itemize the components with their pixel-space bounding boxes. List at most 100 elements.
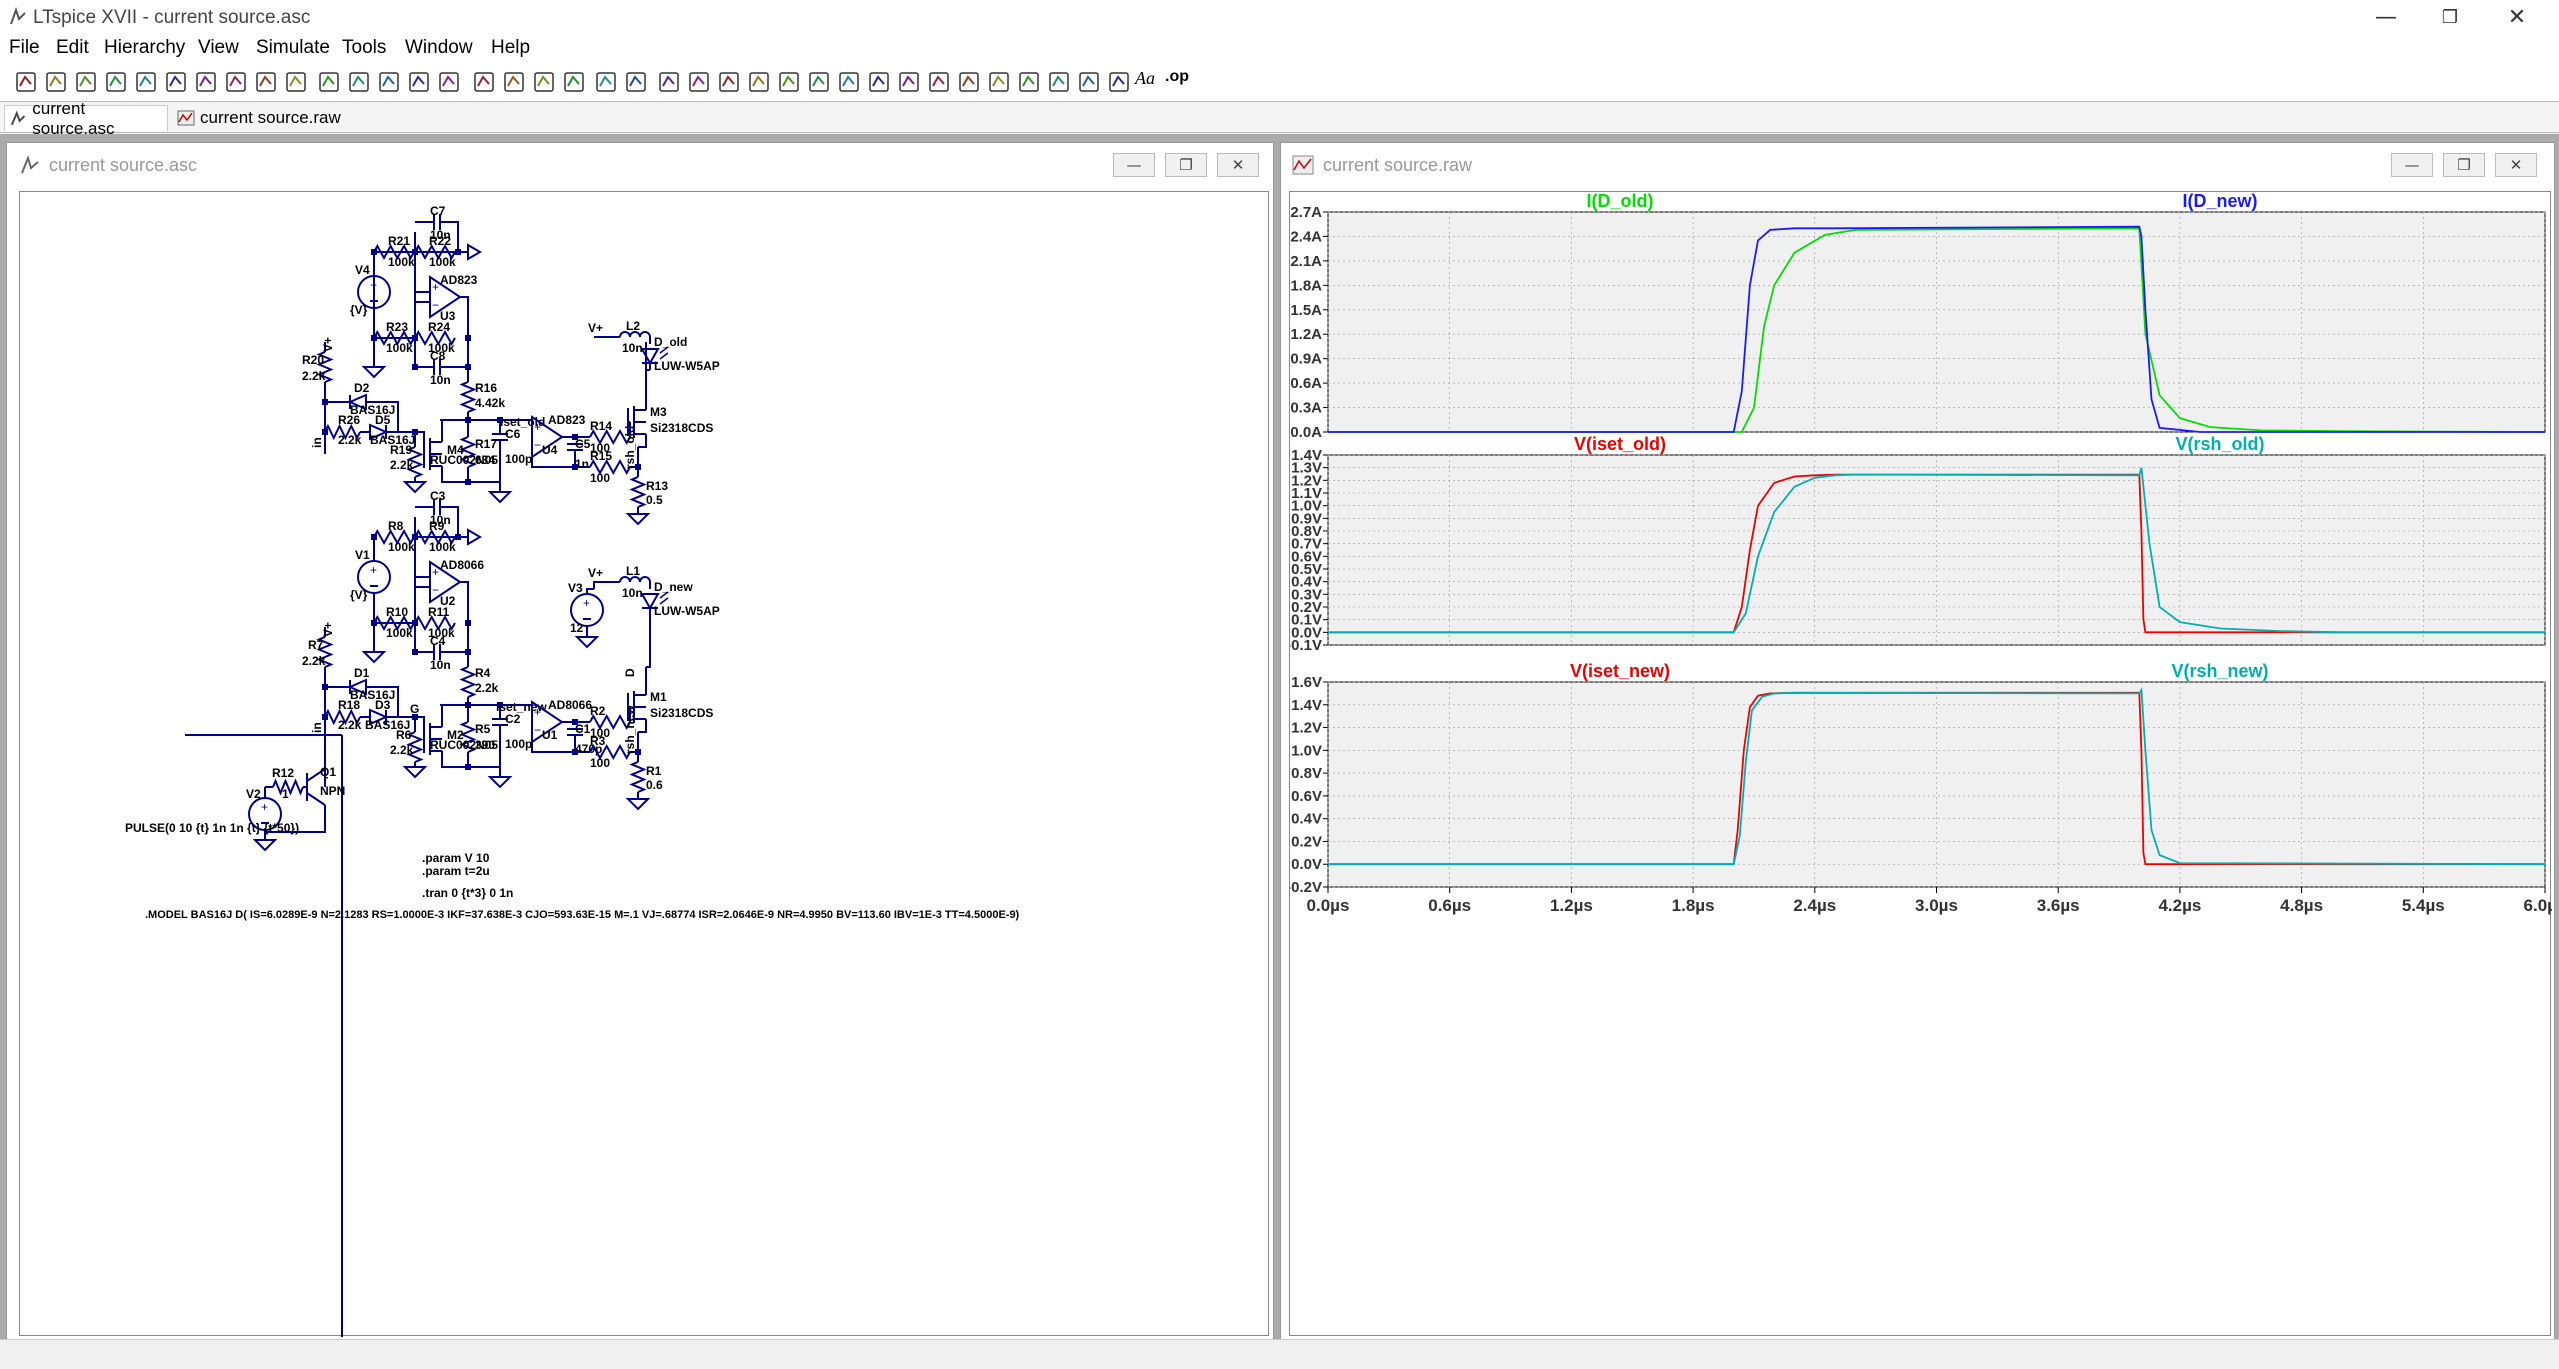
move-icon[interactable] (895, 68, 923, 96)
resistor-symbol[interactable] (373, 528, 415, 546)
wire[interactable] (440, 506, 459, 537)
mirror-icon[interactable] (1045, 68, 1073, 96)
menu-window[interactable]: Window (405, 37, 473, 58)
tab-schematic[interactable]: current source.asc (4, 99, 168, 138)
resistor-symbol[interactable] (414, 329, 456, 347)
resistor-symbol[interactable] (373, 243, 415, 261)
voltage-source-symbol[interactable]: + (357, 275, 391, 309)
diode-symbol[interactable] (347, 678, 367, 696)
output-port-symbol[interactable] (467, 528, 482, 546)
trace-label[interactable]: V(iset_new) (1570, 661, 1670, 681)
ground-symbol[interactable] (625, 798, 651, 811)
trace-viset_old[interactable] (1328, 473, 2545, 634)
trace-vrsh_new[interactable] (1328, 687, 2546, 866)
ground-symbol[interactable] (361, 366, 387, 379)
wire[interactable] (265, 805, 326, 833)
trace-label[interactable]: V(rsh_new) (2171, 661, 2268, 681)
ground-symbol[interactable] (402, 481, 428, 494)
wire[interactable] (593, 581, 620, 589)
resistor-symbol[interactable] (272, 778, 304, 796)
capacitor-symbol[interactable] (433, 214, 441, 230)
resistor-symbol[interactable] (459, 436, 477, 468)
npn-transistor-symbol[interactable] (306, 768, 326, 806)
ground-symbol[interactable] (487, 776, 513, 789)
ground-icon[interactable] (685, 68, 713, 96)
trace-label[interactable]: V(rsh_old) (2175, 434, 2264, 454)
ground-symbol[interactable] (625, 513, 651, 526)
resistor-symbol[interactable] (414, 614, 456, 632)
resistor-symbol[interactable] (589, 458, 631, 476)
opamp-symbol[interactable]: +− (531, 415, 564, 459)
trace-id_new[interactable] (1328, 225, 2545, 433)
undo-icon[interactable] (955, 68, 983, 96)
redo-icon[interactable] (985, 68, 1013, 96)
mosfet-symbol[interactable] (423, 438, 442, 470)
wire[interactable] (366, 401, 399, 432)
menu-edit[interactable]: Edit (56, 37, 89, 58)
resistor-symbol[interactable] (316, 351, 334, 383)
print-icon[interactable] (622, 68, 650, 96)
resistor-symbol[interactable] (414, 243, 456, 261)
resistor-symbol[interactable] (324, 708, 361, 726)
resistor-symbol[interactable] (316, 636, 334, 668)
capacitor-symbol[interactable] (492, 433, 508, 441)
inductor-icon[interactable] (805, 68, 833, 96)
wire[interactable] (638, 434, 647, 448)
opamp-symbol[interactable]: +− (429, 560, 462, 604)
schematic-maximize-button[interactable]: ❐ (1165, 153, 1207, 177)
capacitor-symbol[interactable] (433, 644, 441, 660)
resistor-symbol[interactable] (406, 446, 424, 478)
tile-vertical-icon[interactable] (405, 68, 433, 96)
led-symbol[interactable] (640, 591, 669, 611)
resistor-symbol[interactable] (629, 761, 647, 793)
plot-pane-1[interactable]: 0.0A0.3A0.6A0.9A1.2A1.5A1.8A2.1A2.4A2.7A… (1290, 191, 2546, 441)
find-icon[interactable] (560, 68, 588, 96)
waveform-plots[interactable]: 0.0A0.3A0.6A0.9A1.2A1.5A1.8A2.1A2.4A2.7A… (1286, 191, 2559, 1337)
trace-label[interactable]: I(D_new) (2182, 191, 2257, 211)
diode-symbol[interactable] (369, 423, 389, 441)
resistor-symbol[interactable] (406, 731, 424, 763)
zoom-out-icon[interactable] (252, 68, 280, 96)
resistor-symbol[interactable] (373, 614, 415, 632)
mark-icon[interactable] (345, 68, 373, 96)
menu-hierarchy[interactable]: Hierarchy (104, 37, 186, 58)
capacitor-symbol[interactable] (567, 443, 583, 451)
inductor-symbol[interactable] (619, 331, 651, 338)
ground-symbol[interactable] (402, 766, 428, 779)
drag-icon[interactable] (925, 68, 953, 96)
restore-button[interactable]: ❐ (2441, 6, 2459, 28)
wire[interactable] (441, 466, 468, 483)
spice-directive-button[interactable]: .op (1165, 68, 1189, 85)
resistor-symbol[interactable] (589, 713, 631, 731)
cut-icon[interactable] (470, 68, 498, 96)
halt-icon[interactable] (132, 68, 160, 96)
wire[interactable] (586, 588, 594, 594)
ground-symbol[interactable] (252, 839, 278, 852)
text-tool-button[interactable]: Aa (1135, 68, 1155, 88)
resistor-symbol[interactable] (373, 329, 415, 347)
schematic-window-titlebar[interactable]: current source.asc — ❐ ✕ (7, 143, 1273, 185)
open-icon[interactable] (42, 68, 70, 96)
wire[interactable] (441, 751, 468, 768)
resistor-symbol[interactable] (629, 476, 647, 508)
waveform-close-button[interactable]: ✕ (2495, 153, 2537, 177)
wire[interactable] (440, 221, 459, 252)
capacitor-symbol[interactable] (567, 728, 583, 736)
resistor-symbol[interactable] (589, 743, 631, 761)
trace-label[interactable]: V(iset_old) (1574, 434, 1666, 454)
wire[interactable] (646, 608, 651, 668)
wire[interactable] (414, 537, 430, 578)
pan-icon[interactable] (162, 68, 190, 96)
voltage-source-symbol[interactable]: + (570, 593, 604, 627)
diode-symbol[interactable] (369, 708, 389, 726)
wire[interactable] (415, 431, 425, 454)
wire[interactable] (638, 719, 647, 733)
label-icon[interactable] (715, 68, 743, 96)
wire[interactable] (366, 686, 399, 717)
zoom-cancel-icon[interactable] (282, 68, 310, 96)
mosfet-symbol[interactable] (627, 406, 646, 438)
opamp-symbol[interactable]: +− (531, 700, 564, 744)
spice-directive-icon[interactable] (1105, 68, 1133, 96)
rotate-icon[interactable] (1015, 68, 1043, 96)
